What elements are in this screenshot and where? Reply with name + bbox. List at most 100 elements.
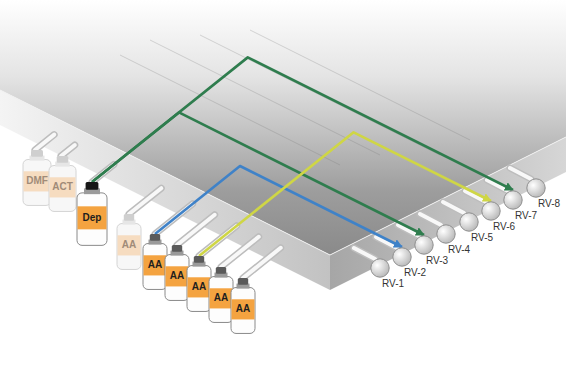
bottle-label-band <box>210 288 233 308</box>
bottle-body <box>143 244 167 290</box>
rod <box>354 248 375 259</box>
bottle-cap <box>31 150 43 157</box>
vessel-shape <box>414 235 434 255</box>
bottle-label: AA <box>148 259 162 271</box>
vessel-shape <box>436 224 456 244</box>
bottle-label: DMF <box>26 175 48 187</box>
bottle-label: AA <box>122 239 136 251</box>
rod-outline <box>35 135 281 278</box>
reagent-bottle: DMF <box>22 150 52 206</box>
block-edge <box>0 90 566 255</box>
vessel-shape <box>526 178 546 198</box>
bottle-label-band <box>232 299 255 319</box>
rod <box>420 214 441 225</box>
block-top <box>0 0 566 255</box>
reagent-bottle: ACT <box>48 156 77 212</box>
reagent-bottle: AA <box>186 256 212 312</box>
vessel-label: RV-6 <box>493 221 515 233</box>
rod <box>243 248 281 278</box>
bottle-label: ACT <box>52 181 73 193</box>
vessel-circle <box>460 213 478 231</box>
rod <box>243 248 281 278</box>
groove <box>250 30 470 140</box>
rod <box>443 202 464 213</box>
block-right-face <box>330 137 566 290</box>
vessel-shape <box>370 258 390 278</box>
bottle-label-band <box>166 266 189 286</box>
vessel-label: RV-8 <box>538 198 560 210</box>
bottle-body <box>209 277 233 323</box>
bottle-rods <box>35 135 281 278</box>
rod-inner <box>35 135 281 278</box>
vessel-shape <box>503 190 523 210</box>
vessel-shape <box>459 212 479 232</box>
fluid-line <box>155 166 402 247</box>
reagent-bottle: AA <box>164 245 190 301</box>
bottle-label-band <box>50 177 76 197</box>
rod <box>61 145 75 156</box>
vessel-circle <box>504 191 522 209</box>
rod <box>221 237 259 267</box>
vessel-label: RV-4 <box>448 244 470 256</box>
rod <box>354 248 375 259</box>
bottle-cap <box>194 256 204 263</box>
reagent-bottle: AA <box>116 214 142 270</box>
rod <box>61 145 75 156</box>
bottle-label-band <box>78 206 107 229</box>
rod <box>129 188 161 214</box>
vessel-circle <box>437 225 455 243</box>
bottle-label: AA <box>236 303 250 315</box>
bottle-cap <box>172 245 182 252</box>
bottle-label: AA <box>192 281 206 293</box>
bottle-body <box>23 160 51 206</box>
rod <box>420 214 441 225</box>
reagent-bottle: Dep <box>76 182 108 246</box>
bottle-label: AA <box>170 270 184 282</box>
bottle-body <box>165 255 189 301</box>
reagent-bottle: AA <box>208 267 234 323</box>
bottle-body <box>187 266 211 312</box>
bottle-cap <box>238 278 248 285</box>
bottle-label-band <box>118 235 141 255</box>
bottle-cap <box>124 214 134 221</box>
rod <box>129 188 161 214</box>
rod <box>443 202 464 213</box>
vessel-label: RV-2 <box>404 267 426 279</box>
rod <box>35 135 54 150</box>
bottle-body <box>77 193 107 245</box>
rod <box>177 215 215 245</box>
block-grooves <box>120 30 470 165</box>
bottle-label-band <box>144 255 167 275</box>
rod <box>35 135 54 150</box>
bottle-cap <box>86 182 99 190</box>
reagent-bottle: AA <box>230 278 256 334</box>
bottle-label-band <box>188 277 211 297</box>
vessel-shape <box>392 247 412 267</box>
bottle-label: Dep <box>83 212 102 224</box>
fluid-line <box>92 57 513 190</box>
reagent-bottle: AA <box>142 234 168 290</box>
fluid-line <box>199 132 491 256</box>
bottle-cap <box>216 267 226 274</box>
bottle-cap <box>150 234 160 241</box>
rod <box>510 168 531 179</box>
bottle-label: AA <box>214 292 228 304</box>
vessel-shape <box>481 201 501 221</box>
groove <box>200 35 440 155</box>
reaction-vessel: RV-8 <box>526 178 560 210</box>
bottle-body <box>231 288 255 334</box>
vessel-circle <box>482 202 500 220</box>
vessel-circle <box>527 179 545 197</box>
vessel-circle <box>371 259 389 277</box>
rod <box>221 237 259 267</box>
bottle-label-band <box>24 171 51 191</box>
bottle-body <box>49 166 76 212</box>
vessel-circle <box>393 248 411 266</box>
vessel-label: RV-7 <box>515 210 537 222</box>
vessel-label: RV-5 <box>471 232 493 244</box>
bottle-body <box>117 224 141 270</box>
rod <box>177 215 215 245</box>
bottle-cap <box>57 156 69 163</box>
